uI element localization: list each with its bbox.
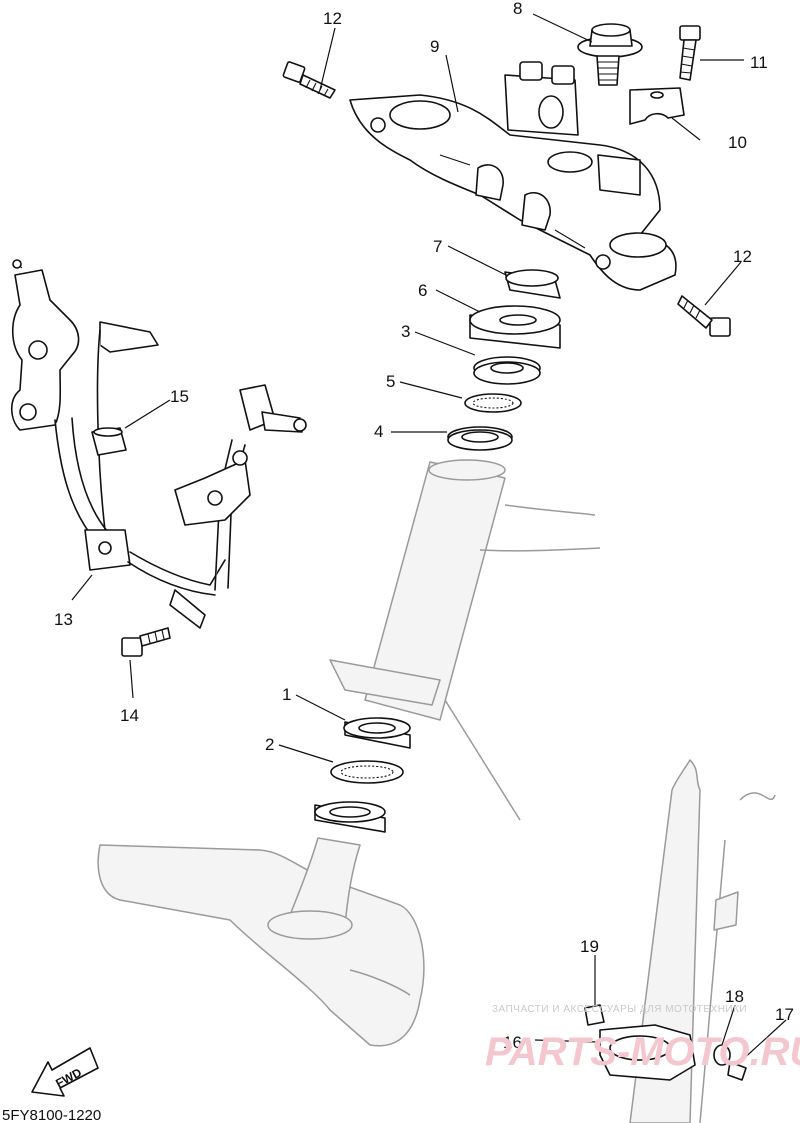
watermark-tagline: ЗАПЧАСТИ И АКСЕССУАРЫ ДЛЯ МОТОТЕХНИКИ — [492, 1004, 747, 1015]
cable-clamp-16 — [599, 1024, 696, 1081]
frame-head-pipe-ghost — [329, 459, 601, 821]
callout-4: 4 — [374, 422, 383, 441]
watermark-brand: PARTS-MOTO.RU — [485, 1030, 800, 1074]
callout-8: 8 — [513, 0, 522, 18]
callout-numbers: 12 8 9 11 10 12 7 6 3 5 4 15 13 14 1 2 1… — [54, 0, 794, 1052]
bolt-17 — [727, 1061, 747, 1081]
callout-13: 13 — [54, 610, 73, 629]
bolt-12-upper — [282, 61, 336, 99]
handlebar-holder-upper — [629, 87, 685, 125]
bolt-12-lower — [677, 295, 731, 337]
callout-15: 15 — [170, 387, 189, 406]
callout-17: 17 — [775, 1005, 794, 1024]
bolt-14 — [121, 627, 171, 657]
drawing-code: 5FY8100-1220 — [2, 1107, 101, 1123]
callout-5: 5 — [386, 372, 395, 391]
leader-lines — [71, 13, 787, 1063]
forward-direction-arrow: FWD — [31, 1047, 99, 1097]
watermark: ЗАПЧАСТИ И АКСЕССУАРЫ ДЛЯ МОТОТЕХНИКИ PA… — [485, 1004, 800, 1074]
callout-12-upper: 12 — [323, 9, 342, 28]
grommet-15 — [91, 427, 127, 456]
bearing-race-1 — [343, 717, 411, 749]
bearing-race-4 — [447, 426, 513, 451]
bearing-race-lower — [314, 801, 386, 833]
bearing-cover-3 — [473, 356, 541, 385]
nut-19 — [584, 1004, 605, 1026]
headlight-stay-bracket — [10, 259, 307, 629]
callout-2: 2 — [265, 735, 274, 754]
bolt-11 — [679, 25, 701, 81]
callout-18: 18 — [725, 987, 744, 1006]
steering-stem-lower-bracket-ghost — [97, 837, 425, 1047]
ball-race-2 — [330, 760, 404, 784]
ring-nut-7 — [504, 269, 561, 299]
callout-19: 19 — [580, 937, 599, 956]
callout-12-lower: 12 — [733, 247, 752, 266]
steering-stem-nut — [577, 23, 643, 86]
callout-14: 14 — [120, 706, 139, 725]
ball-race-5 — [464, 393, 522, 413]
callout-9: 9 — [430, 37, 439, 56]
washer-6 — [469, 305, 561, 349]
upper-bracket — [349, 61, 677, 291]
callout-6: 6 — [418, 281, 427, 300]
callout-16: 16 — [503, 1033, 522, 1052]
callout-10: 10 — [728, 133, 747, 152]
callout-11: 11 — [750, 53, 768, 72]
callout-1: 1 — [282, 685, 291, 704]
callout-7: 7 — [433, 237, 442, 256]
fwd-arrow-icon — [31, 1047, 99, 1097]
callout-3: 3 — [401, 322, 410, 341]
